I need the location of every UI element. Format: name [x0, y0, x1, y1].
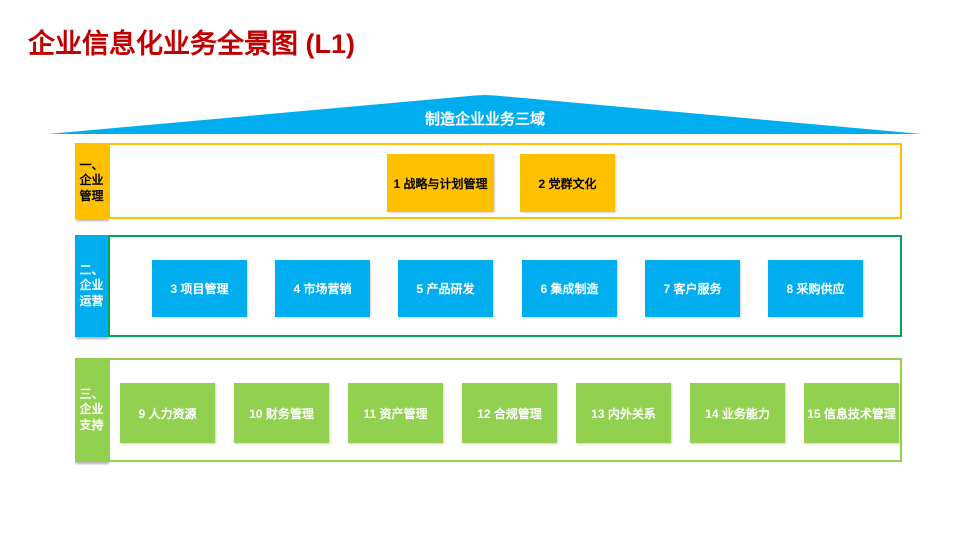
band-label-line: 三、 — [79, 386, 104, 401]
business-box-compliance: 12 合规管理 — [462, 383, 557, 443]
business-box-relations: 13 内外关系 — [576, 383, 671, 443]
roof-banner-label: 制造企业业务三域 — [424, 111, 545, 128]
band-label-line: 运营 — [79, 293, 104, 308]
business-box-finance: 10 财务管理 — [234, 383, 329, 443]
band-label-support: 三、 企业 支持 — [75, 358, 108, 462]
band-label-operations: 二、 企业 运营 — [75, 235, 108, 337]
business-box-marketing: 4 市场营销 — [275, 260, 370, 317]
band-label-line: 企业 — [79, 173, 104, 188]
business-box-party-culture: 2 党群文化 — [520, 154, 615, 212]
business-box-product-rd: 5 产品研发 — [398, 260, 493, 317]
band-label-line: 一、 — [79, 157, 104, 172]
band-label-line: 支持 — [79, 417, 104, 432]
page-title: 企业信息化业务全景图 (L1) — [28, 29, 355, 59]
business-box-strategy-planning: 1 战略与计划管理 — [387, 154, 494, 212]
band-label-line: 企业 — [79, 402, 104, 417]
business-box-procurement: 8 采购供应 — [768, 260, 863, 317]
business-box-project-mgmt: 3 项目管理 — [152, 260, 247, 317]
business-box-hr: 9 人力资源 — [120, 383, 215, 443]
band-container-operations: 3 项目管理 4 市场营销 5 产品研发 6 集成制造 7 客户服务 8 采购供… — [108, 235, 902, 337]
band-label-line: 二、 — [79, 262, 104, 277]
business-box-it-mgmt: 15 信息技术管理 — [804, 383, 899, 443]
band-label-management: 一、 企业 管理 — [75, 143, 108, 219]
business-box-customer-service: 7 客户服务 — [645, 260, 740, 317]
band-container-support: 9 人力资源 10 财务管理 11 资产管理 12 合规管理 13 内外关系 1… — [108, 358, 902, 462]
business-box-capability: 14 业务能力 — [690, 383, 785, 443]
band-container-management: 1 战略与计划管理 2 党群文化 — [108, 143, 902, 219]
business-box-assets: 11 资产管理 — [348, 383, 443, 443]
band-label-line: 管理 — [79, 188, 104, 203]
band-label-line: 企业 — [79, 278, 104, 293]
roof-banner: 制造企业业务三域 — [48, 95, 922, 134]
business-box-integrated-mfg: 6 集成制造 — [522, 260, 617, 317]
